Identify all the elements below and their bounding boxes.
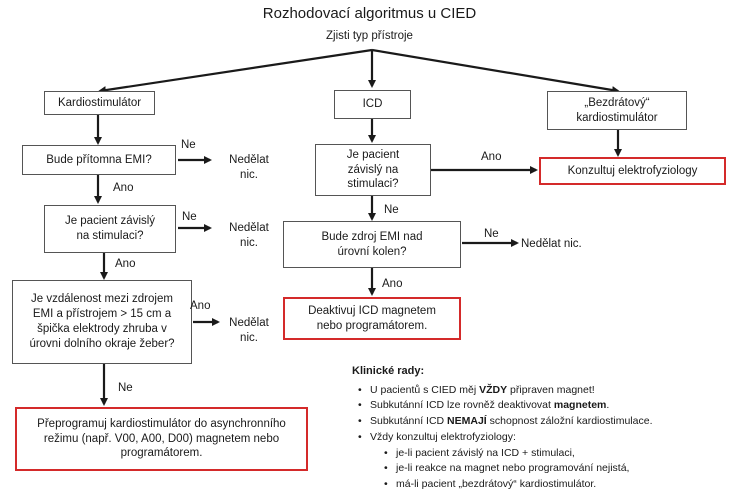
node-kardiostimulator: Kardiostimulátor (44, 91, 155, 115)
advice-sublist: je-li pacient závislý na ICD + stimulaci… (370, 446, 732, 493)
node-deactivate-icd: Deaktivuj ICD magnetem nebo programátore… (283, 297, 461, 340)
arrow-to-bezdratovy (371, 48, 620, 94)
advice-item: Subkutánní ICD lze rovněž deaktivovat ma… (352, 398, 732, 414)
clinical-advice: Klinické rady: U pacientů s CIED měj VŽD… (352, 363, 732, 493)
node-consult: Konzultuj elektrofyziology (539, 157, 726, 185)
node-icd-dependent: Je pacient závislý na stimulaci? (315, 144, 431, 196)
node-distance: Je vzdálenost mezi zdrojem EMI a přístro… (12, 280, 192, 364)
label-distance-ne: Ne (118, 382, 133, 394)
node-emi-present: Bude přítomna EMI? (22, 145, 176, 175)
diagram-subtitle: Zjisti typ přístroje (326, 30, 413, 42)
label-dependent-do-nothing: Nedělat nic. (229, 222, 269, 249)
advice-item: U pacientů s CIED měj VŽDY připraven mag… (352, 383, 732, 399)
label-emi-knees-ne: Ne (484, 228, 499, 240)
node-icd: ICD (334, 90, 411, 119)
advice-item: Vždy konzultuj elektrofyziology: je-li p… (352, 430, 732, 493)
label-distance-ano: Ano (190, 300, 211, 312)
advice-item: Subkutánní ICD NEMAJÍ schopnost záložní … (352, 414, 732, 430)
label-distance-do-nothing: Nedělat nic. (229, 317, 269, 344)
label-icd-dependent-ne: Ne (384, 204, 399, 216)
label-icd-dependent-ano: Ano (481, 151, 502, 163)
node-bezdratovy: „Bezdrátový“ kardiostimulátor (547, 91, 687, 130)
node-emi-above-knees: Bude zdroj EMI nad úrovní kolen? (283, 221, 461, 268)
advice-heading: Klinické rady: (352, 365, 425, 377)
node-reprogram: Přeprogramuj kardiostimulátor do asynchr… (15, 407, 308, 471)
advice-list: U pacientů s CIED měj VŽDY připraven mag… (352, 383, 732, 493)
label-emi-ne: Ne (181, 139, 196, 151)
diagram-title: Rozhodovací algoritmus u CIED (262, 5, 477, 22)
advice-subitem: je-li pacient závislý na ICD + stimulaci… (370, 446, 732, 462)
node-pm-dependent: Je pacient závislý na stimulaci? (44, 205, 176, 253)
label-emi-ano: Ano (113, 182, 134, 194)
advice-subitem: má-li pacient „bezdrátový“ kardiostimulá… (370, 477, 732, 493)
advice-subitem: je-li reakce na magnet nebo programování… (370, 461, 732, 477)
label-emi-knees-ano: Ano (382, 278, 403, 290)
arrow-to-kardiostimulator (98, 48, 373, 95)
label-dependent-ne: Ne (182, 211, 197, 223)
label-emi-do-nothing: Nedělat nic. (229, 154, 269, 181)
label-emi-knees-do-nothing: Nedělat nic. (521, 238, 582, 250)
label-dependent-ano: Ano (115, 258, 136, 270)
